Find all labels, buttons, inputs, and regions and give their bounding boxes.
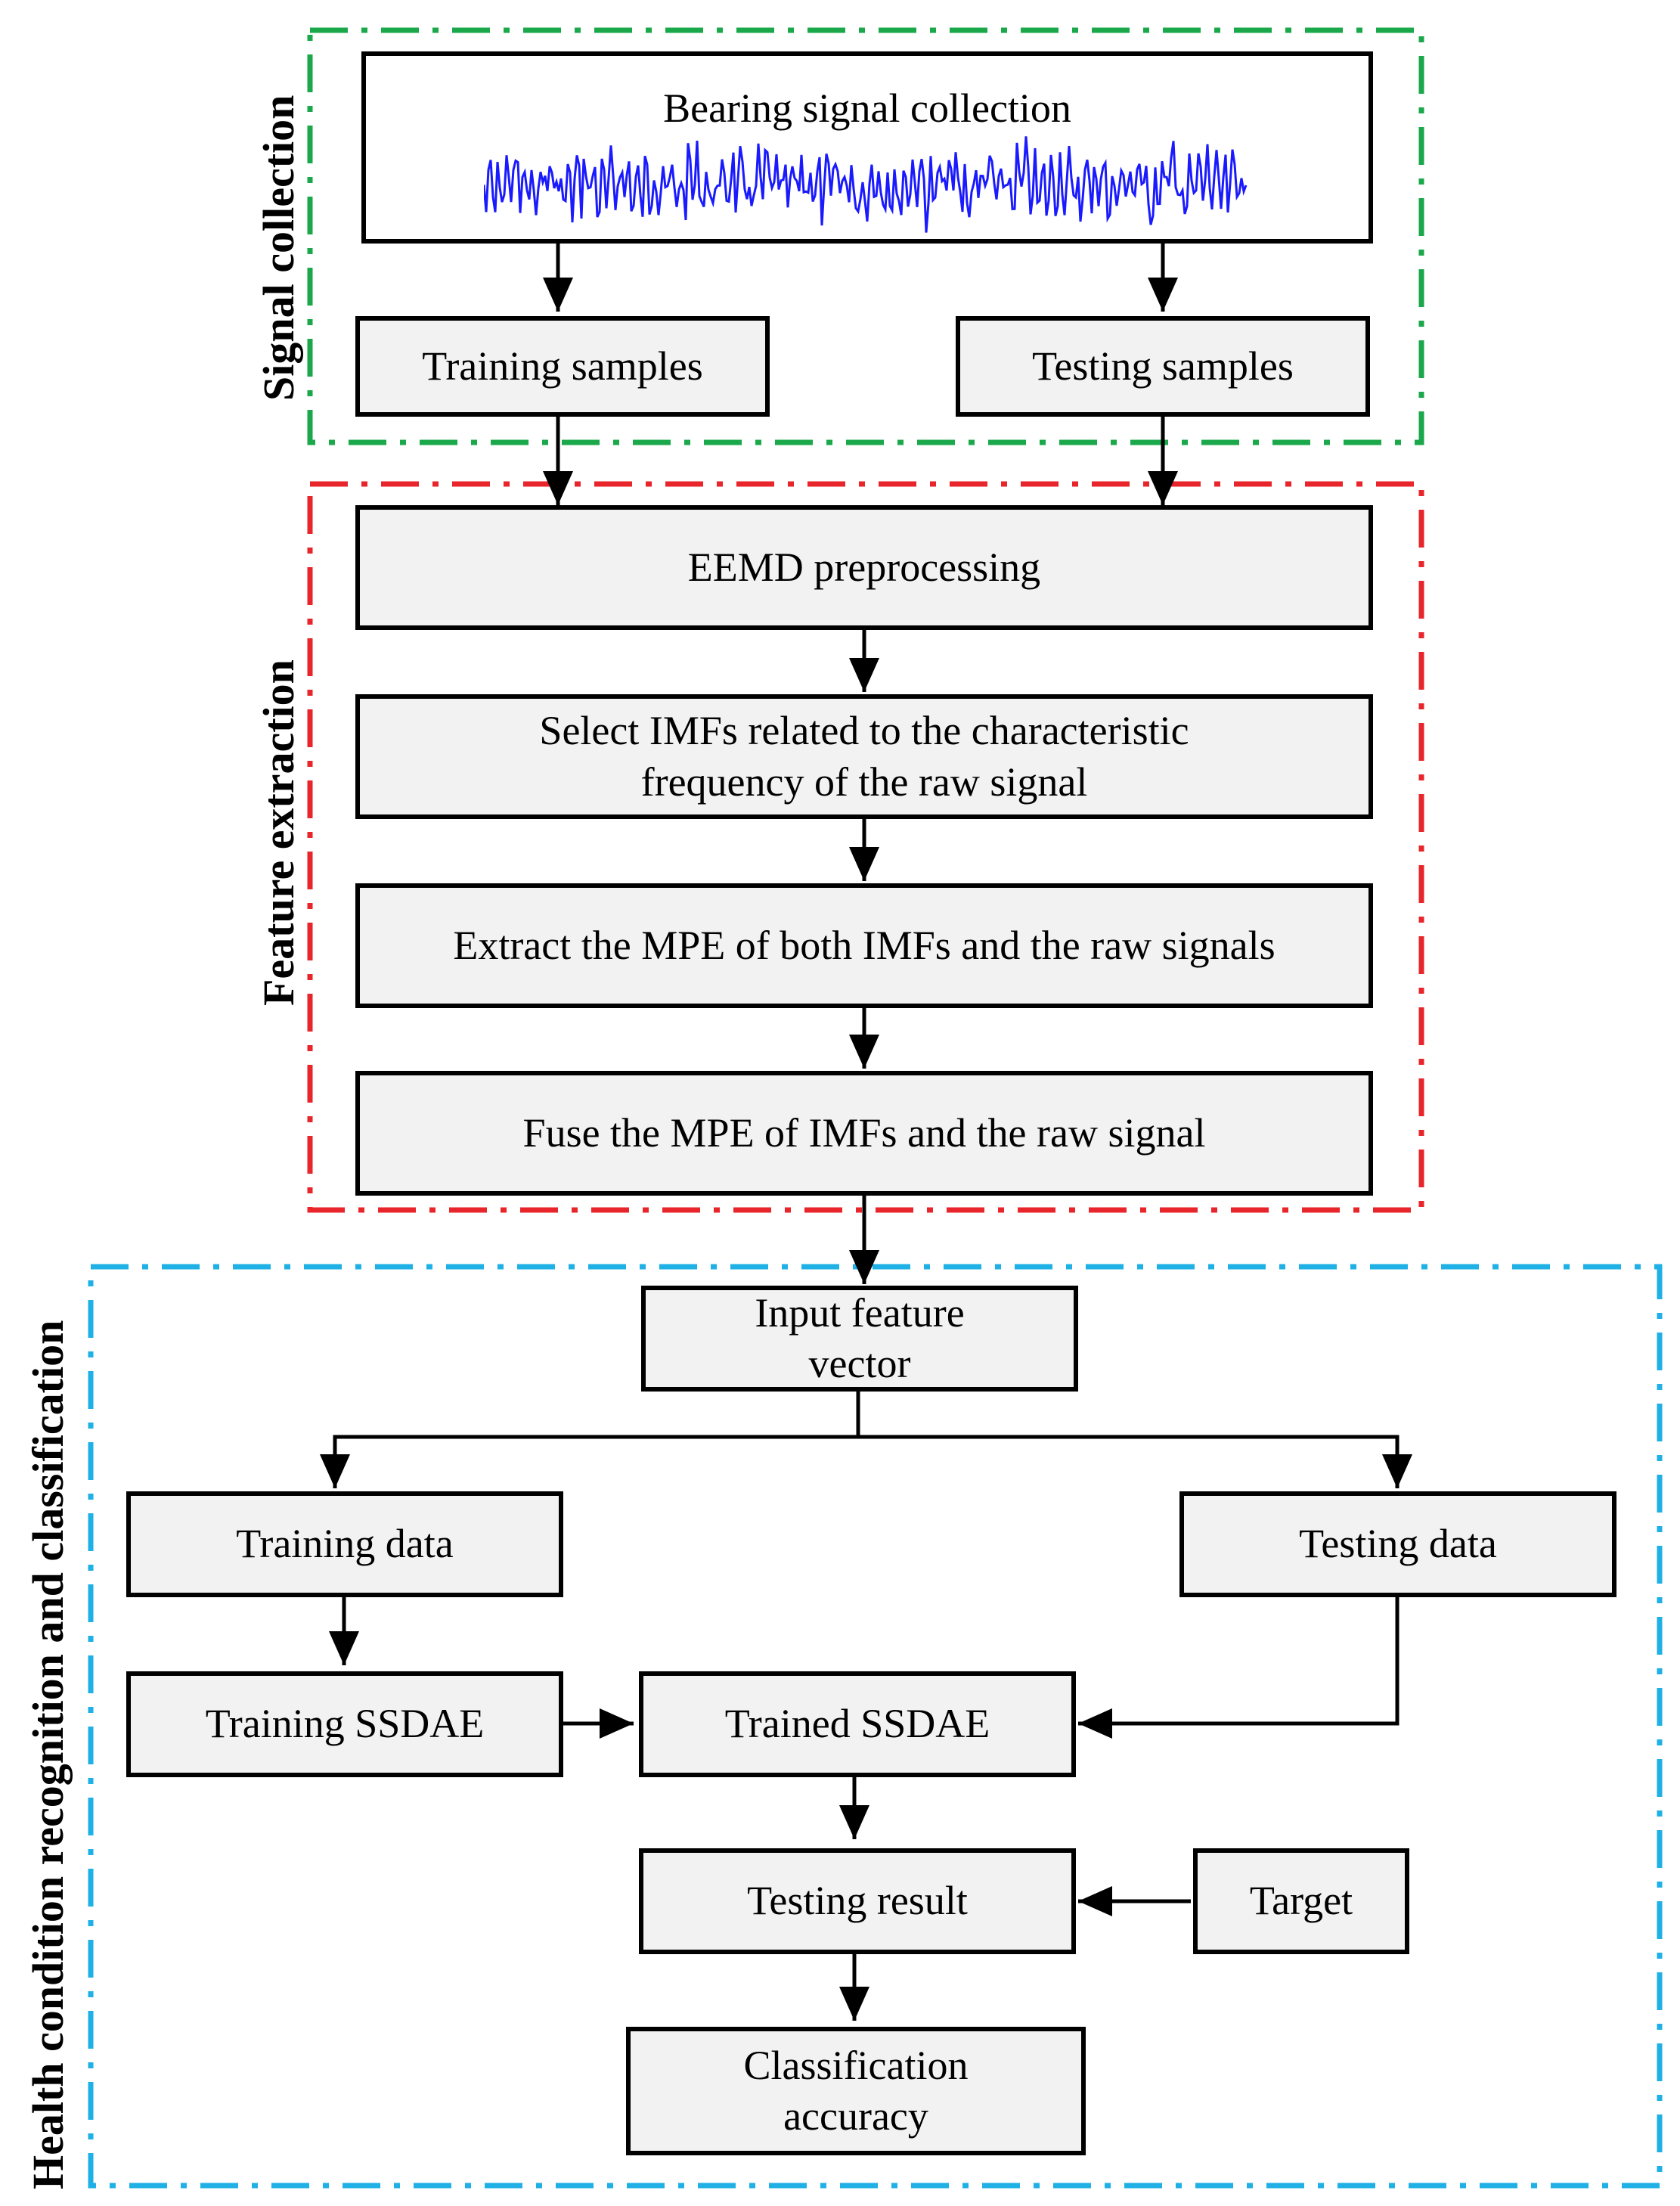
- training-data-box: Training data: [126, 1491, 563, 1597]
- classification-accuracy-box: Classification accuracy: [626, 2027, 1086, 2155]
- feature-extraction-frame: [307, 481, 1424, 1213]
- target-label: Target: [1249, 1878, 1353, 1924]
- bearing-signal-box: Bearing signal collection: [361, 51, 1373, 244]
- testing-data-box: Testing data: [1179, 1491, 1616, 1597]
- extract-mpe-box: Extract the MPE of both IMFs and the raw…: [355, 883, 1373, 1008]
- fuse-mpe-box: Fuse the MPE of IMFs and the raw signal: [355, 1071, 1373, 1196]
- connector-input-split: [320, 1388, 860, 1488]
- connector-testingdata-to-trained: [1078, 1597, 1399, 1739]
- eemd-label: EEMD preprocessing: [687, 544, 1041, 590]
- input-feature-label: Input feature vector: [755, 1289, 965, 1387]
- training-ssdae-label: Training SSDAE: [205, 1701, 485, 1747]
- signal-collection-frame: [307, 27, 1424, 445]
- bearing-signal-label: Bearing signal collection: [663, 85, 1071, 131]
- fuse-mpe-label: Fuse the MPE of IMFs and the raw signal: [522, 1109, 1206, 1156]
- testing-data-label: Testing data: [1299, 1521, 1497, 1567]
- classification-accuracy-label: Classification accuracy: [743, 2042, 969, 2139]
- training-ssdae-box: Training SSDAE: [126, 1671, 563, 1777]
- testing-result-label: Testing result: [747, 1878, 968, 1924]
- group-label-signal-collection: Signal collection: [254, 95, 303, 401]
- connector-input-split-right: [858, 1435, 1412, 1488]
- training-samples-label: Training samples: [422, 343, 703, 389]
- extract-mpe-label: Extract the MPE of both IMFs and the raw…: [453, 922, 1275, 968]
- group-label-health-condition: Health condition recognition and classif…: [23, 1320, 73, 2189]
- vibration-signal-waveform: [484, 136, 1248, 233]
- training-samples-box: Training samples: [355, 316, 770, 417]
- testing-samples-box: Testing samples: [956, 316, 1370, 417]
- testing-result-box: Testing result: [639, 1848, 1076, 1954]
- input-feature-box: Input feature vector: [641, 1286, 1078, 1392]
- testing-samples-label: Testing samples: [1032, 343, 1294, 389]
- trained-ssdae-label: Trained SSDAE: [724, 1701, 990, 1747]
- eemd-box: EEMD preprocessing: [355, 505, 1373, 630]
- training-data-label: Training data: [236, 1521, 454, 1567]
- select-imfs-box: Select IMFs related to the characteristi…: [355, 694, 1373, 819]
- select-imfs-label: Select IMFs related to the characteristi…: [539, 708, 1189, 805]
- group-label-feature-extraction: Feature extraction: [254, 659, 303, 1006]
- trained-ssdae-box: Trained SSDAE: [639, 1671, 1076, 1777]
- target-box: Target: [1193, 1848, 1409, 1954]
